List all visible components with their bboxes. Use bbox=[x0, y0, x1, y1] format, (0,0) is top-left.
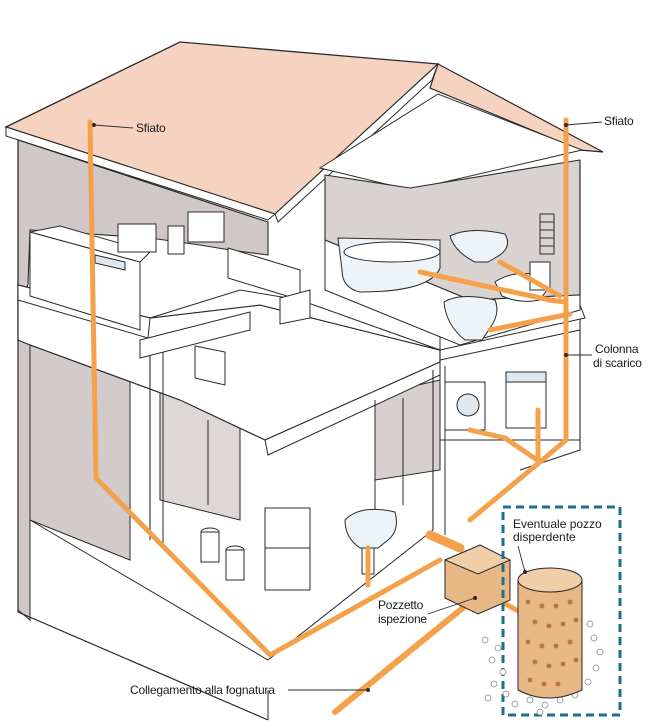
inspection-chamber bbox=[443, 544, 512, 615]
right-vent-stack bbox=[537, 117, 569, 465]
collector bbox=[467, 459, 543, 523]
sewer-pipe bbox=[332, 595, 478, 715]
label-inspection-line2: ispezione bbox=[378, 612, 427, 626]
label-soakaway-line2: disperdente bbox=[513, 530, 576, 544]
bidet bbox=[443, 296, 498, 341]
washer-drain bbox=[467, 427, 543, 465]
bath-drain bbox=[417, 269, 553, 303]
leader-lines bbox=[93, 121, 603, 691]
label-soakaway-line1: Eventuale pozzo bbox=[513, 517, 602, 531]
label-stack-line2: di scarico bbox=[593, 356, 642, 370]
soakaway-callout-box bbox=[501, 505, 622, 717]
fixtures bbox=[29, 211, 555, 591]
toilet-drain bbox=[545, 297, 569, 305]
washbasin-upper bbox=[449, 230, 509, 263]
boiler-unit bbox=[264, 507, 311, 591]
bidet-drain bbox=[487, 311, 573, 333]
leader-dots bbox=[92, 123, 568, 692]
basin-drain bbox=[497, 259, 563, 299]
wall-cabinet bbox=[117, 223, 157, 253]
left-vent-pipe bbox=[87, 119, 443, 658]
label-stack-line1: Colonna bbox=[595, 342, 639, 356]
towel-rail bbox=[539, 213, 555, 255]
label-vent-left: Sfiato bbox=[136, 121, 166, 135]
roof bbox=[4, 41, 604, 223]
soakaway-well bbox=[481, 567, 604, 716]
label-sewer: Collegamento alla fognatura bbox=[130, 683, 275, 697]
label-vent-right: Sfiato bbox=[604, 114, 634, 128]
drain-pipes bbox=[87, 117, 573, 715]
washbasin-ground bbox=[344, 508, 397, 549]
label-inspection-line1: Pozzetto bbox=[378, 598, 424, 612]
